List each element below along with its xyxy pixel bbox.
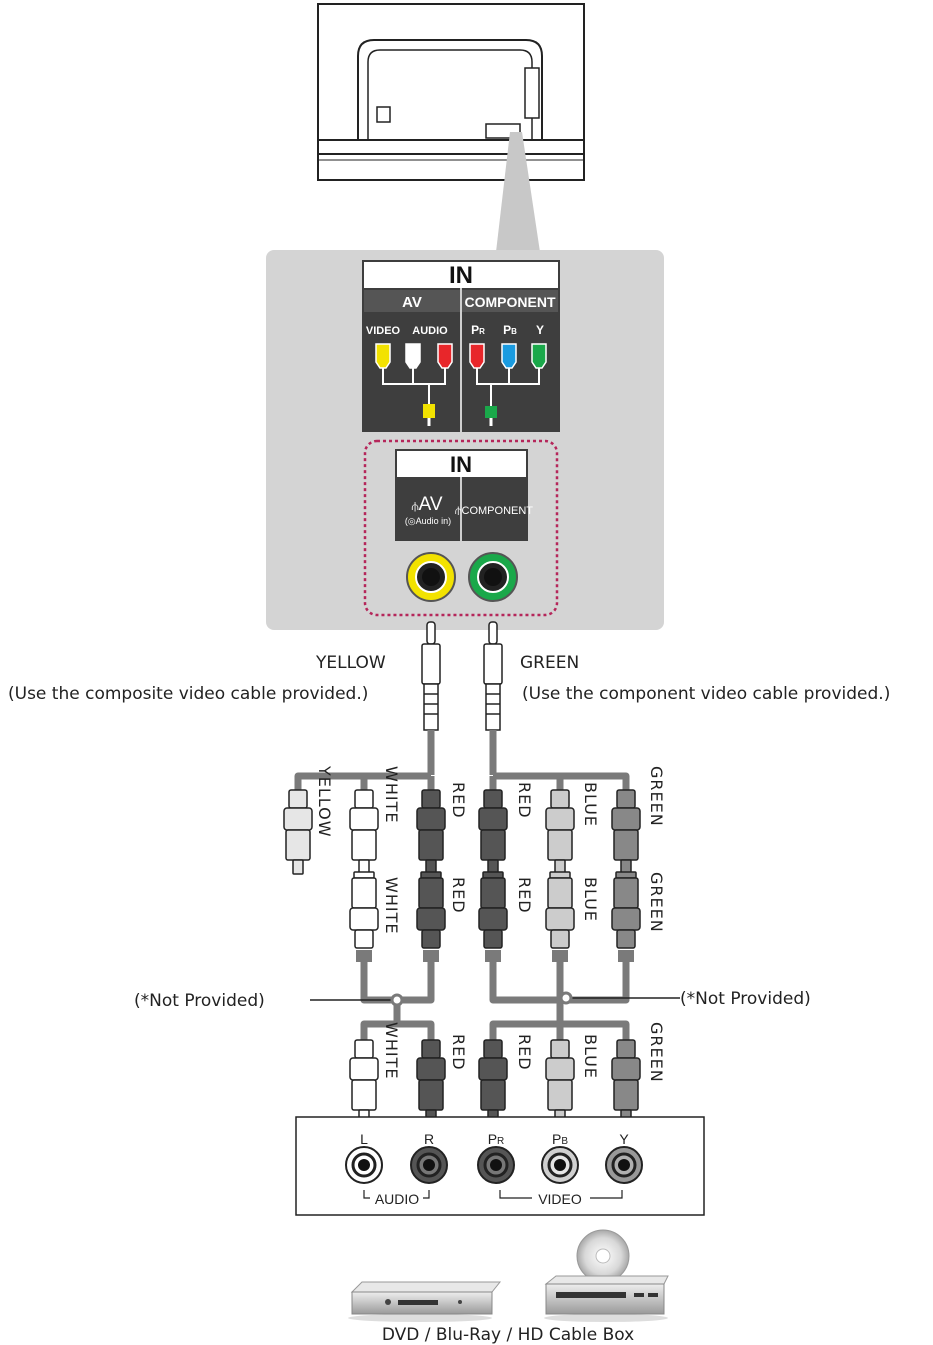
pb-label: PB (503, 323, 517, 337)
mini-plug-yellow (421, 621, 441, 731)
audio-group-label: AUDIO (375, 1191, 419, 1207)
composite-note: (Use the composite video cable provided.… (8, 684, 368, 704)
device-jack-l[interactable] (345, 1146, 383, 1184)
device-jack-y[interactable] (605, 1146, 643, 1184)
label-red-2b: RED (515, 877, 534, 914)
device-jack-r[interactable] (410, 1146, 448, 1184)
not-provided-left-text: (*Not Provided) (134, 991, 265, 1011)
label-yellow-1: YELLOW (315, 765, 334, 838)
label-red-1a: RED (449, 782, 468, 819)
label-red-3b: RED (515, 1034, 534, 1071)
audio-label: AUDIO (412, 325, 448, 337)
row2-plugs (349, 871, 641, 962)
jack-label-y: Y (619, 1131, 629, 1147)
label-red-1b: RED (515, 782, 534, 819)
devices-caption: DVD / Blu-Ray / HD Cable Box (382, 1325, 634, 1345)
label-blue-1: BLUE (581, 782, 600, 827)
not-provided-right: (*Not Provided) (559, 989, 811, 1009)
in-panel-legacy: IN AV COMPONENT VIDEO AUDIO PR PB Y (362, 260, 560, 432)
label-red-3a: RED (449, 1034, 468, 1071)
y-label: Y (536, 323, 544, 337)
row1-labels: YELLOW WHITE RED RED BLUE GREEN (315, 765, 666, 838)
label-white-3: WHITE (382, 1022, 401, 1079)
yellow-cable-label: YELLOW (315, 653, 386, 673)
label-red-2a: RED (449, 877, 468, 914)
pr-label: PR (471, 323, 485, 337)
mini-plug-green (483, 621, 503, 731)
jack-label-l: L (360, 1131, 368, 1147)
in-panel-new: IN ⫛AV (◎Audio in) ⫛COMPONENT (395, 449, 533, 602)
cable-box-icon (544, 1229, 669, 1322)
component-header: COMPONENT (465, 294, 556, 310)
av-jack-sublabel: (◎Audio in) (405, 516, 451, 526)
dvd-player-icon (348, 1281, 502, 1322)
label-green-3: GREEN (647, 1022, 666, 1083)
component-note: (Use the component video cable provided.… (522, 684, 890, 704)
not-provided-right-text: (*Not Provided) (680, 989, 811, 1009)
zoom-callout (496, 132, 540, 252)
label-blue-2: BLUE (581, 877, 600, 922)
tv-back (317, 3, 585, 181)
device-jack-panel: L R PR PB Y A (295, 1116, 705, 1216)
label-green-2: GREEN (647, 872, 666, 933)
label-white-2: WHITE (382, 877, 401, 934)
video-label: VIDEO (366, 325, 401, 337)
av-jack-label: ⫛AV (411, 494, 442, 515)
not-provided-left: (*Not Provided) (134, 991, 404, 1011)
label-white-1: WHITE (382, 766, 401, 823)
in-title-top: IN (449, 262, 473, 289)
component-jack-label: ⫛COMPONENT (455, 505, 533, 517)
label-blue-3: BLUE (581, 1034, 600, 1079)
av-header: AV (402, 294, 422, 311)
green-cable-label: GREEN (520, 653, 579, 673)
device-jack-pb[interactable] (541, 1146, 579, 1184)
video-group-label: VIDEO (538, 1191, 582, 1207)
device-jack-pr[interactable] (477, 1146, 515, 1184)
highlight-border (363, 439, 559, 617)
row3-labels: WHITE RED RED BLUE GREEN (382, 1022, 666, 1083)
row2-labels: WHITE RED RED BLUE GREEN (382, 872, 666, 934)
jack-label-r: R (424, 1131, 434, 1147)
in-title-bottom: IN (450, 452, 472, 477)
label-green-1: GREEN (647, 766, 666, 827)
